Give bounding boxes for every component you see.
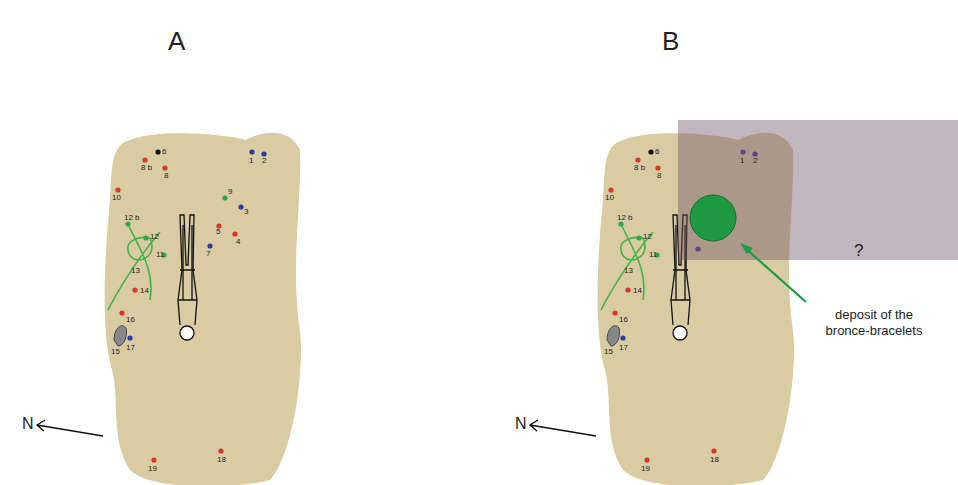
find-number: 17 [619,344,628,352]
find-number: 15 [604,348,613,356]
find-number: 2 [262,157,266,165]
find-number: 16 [619,316,628,324]
find-number: 8 [657,172,661,180]
find-number: 2 [753,157,757,165]
find-number: 3 [244,208,248,216]
find-number: 12 [643,233,652,241]
find-number: 19 [641,465,650,473]
stone [114,326,127,346]
fibula [108,224,160,310]
find-number: 19 [148,465,157,473]
find-number: 11 [156,251,164,259]
grave-pit [105,133,301,485]
find-number: 12 [150,233,159,241]
find-number: 14 [140,287,149,295]
find-dots [115,149,266,462]
find-number: 10 [112,194,121,202]
find-number: 8 b [141,164,152,172]
find-number: 18 [217,456,226,464]
skeleton [178,215,197,340]
find-number: 17 [126,344,135,352]
panel-letter: A [168,28,185,54]
find-number: 13 [131,267,140,275]
north-label: N [515,416,527,432]
question-mark: ? [854,242,863,259]
find-number: 1 [740,157,744,165]
north-arrow [37,420,103,436]
find-number: 13 [624,267,633,275]
find-number: 1 [249,157,253,165]
panel-letter: B [662,28,679,54]
find-number: 6 [655,148,659,156]
find-number: 4 [236,238,240,246]
stone [607,326,620,346]
find-number: 10 [605,194,614,202]
find-number: 5 [216,228,220,236]
north-label: N [22,416,34,432]
find-number: 8 [164,172,168,180]
find-number: 7 [206,250,210,258]
find-number: 18 [710,456,719,464]
find-number: 16 [126,316,135,324]
find-number: 8 b [634,164,645,172]
callout-text: deposit of the bronce-bracelets [814,307,934,340]
find-number: 11 [649,251,657,259]
find-number: 14 [633,287,642,295]
find-number: 12 b [124,214,140,222]
fibula [601,224,653,310]
find-number: 15 [111,348,120,356]
north-arrow [530,420,596,436]
find-number: 6 [162,148,166,156]
find-number: 9 [228,188,232,196]
find-number: 12 b [617,214,633,222]
